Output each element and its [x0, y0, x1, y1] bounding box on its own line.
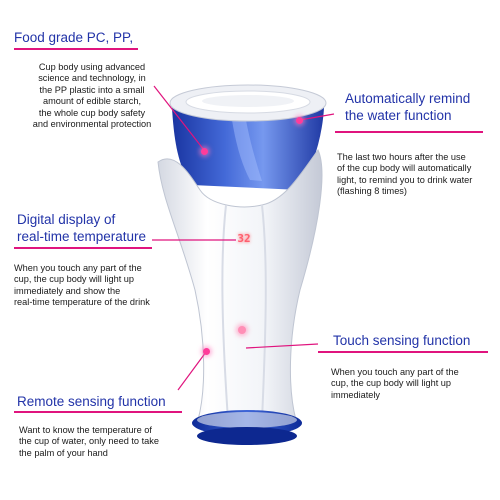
remind-underline — [335, 131, 483, 133]
remind-title: Automatically remind the water function — [345, 91, 471, 123]
food-grade-description: Cup body using advanced science and tech… — [32, 62, 152, 130]
remote-underline — [14, 411, 182, 413]
digital-description: When you touch any part of the cup, the … — [14, 263, 150, 308]
temperature-display: 32 — [237, 232, 251, 245]
touch-sensor-light — [238, 326, 246, 334]
remote-description: Want to know the temperature of the cup … — [19, 425, 159, 458]
food-grade-marker — [201, 148, 208, 155]
touch-underline — [318, 351, 488, 353]
touch-title: Touch sensing function — [333, 333, 471, 348]
food-grade-underline — [14, 48, 138, 50]
remind-marker — [296, 117, 303, 124]
touch-description: When you touch any part of the cup, the … — [331, 367, 459, 400]
food-grade-title: Food grade PC, PP, — [14, 30, 134, 45]
remote-title: Remote sensing function — [17, 394, 166, 409]
cup-white-body — [157, 149, 323, 421]
remote-marker — [203, 348, 210, 355]
remind-description: The last two hours after the use of the … — [337, 152, 473, 197]
cup-blue-top — [172, 108, 324, 190]
digital-title: Digital display of real-time temperature — [17, 212, 147, 244]
digital-underline — [14, 247, 152, 249]
